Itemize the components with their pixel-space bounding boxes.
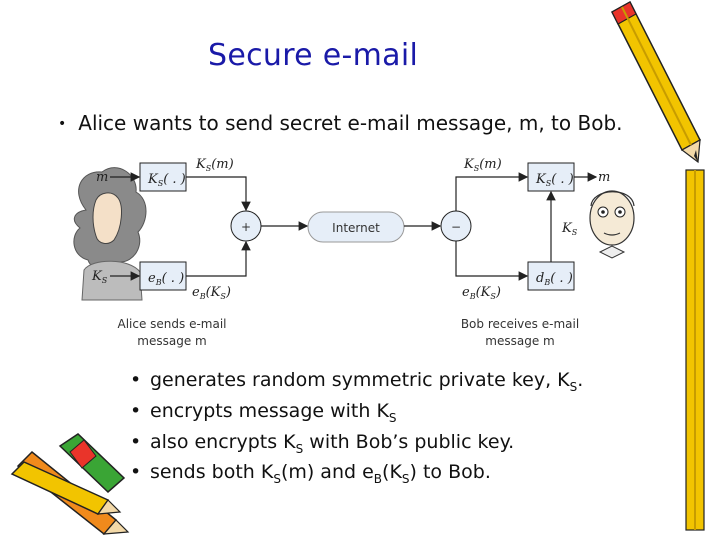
- intro-text: Alice wants to send secret e-mail messag…: [78, 111, 623, 135]
- alice-figure: [73, 167, 147, 301]
- alice-ks-label: KS: [91, 269, 108, 285]
- diagram-arrows: [110, 172, 598, 281]
- internet-label: Internet: [332, 221, 380, 235]
- alice-eb-box-label: eB( . ): [148, 271, 184, 287]
- intro-line: • Alice wants to send secret e-mail messa…: [58, 111, 623, 135]
- bullet-item: •also encrypts KS with Bob’s public key.: [130, 430, 515, 456]
- alice-m-label: m: [96, 170, 108, 185]
- bullet-item: •generates random symmetric private key,…: [130, 369, 584, 394]
- bullet-list: •generates random symmetric private key,…: [130, 368, 583, 491]
- pencil-icon-right-edge: [685, 169, 705, 531]
- pencils-icon-bottom-left: [10, 433, 130, 536]
- minus-sign: −: [451, 220, 461, 234]
- bob-caption-line1: Bob receives e-mail: [461, 317, 579, 331]
- bob-ks-label: KS: [561, 221, 578, 237]
- ksm-left-label: KS(m): [195, 157, 234, 173]
- bob-ks-box: [527, 162, 575, 192]
- alice-caption-line1: Alice sends e-mail: [117, 317, 226, 331]
- bob-caption-line2: message m: [485, 334, 554, 348]
- bob-ks-box-label: KS( . ): [535, 172, 574, 188]
- ebks-right-label: eB(KS): [462, 285, 501, 301]
- alice-caption-line2: message m: [137, 334, 206, 348]
- ebks-left-label: eB(KS): [192, 285, 231, 301]
- alice-ks-box-label: KS( . ): [147, 172, 186, 188]
- bob-db-box: [527, 261, 575, 291]
- bob-db-box-label: dB( . ): [536, 271, 573, 287]
- bob-m-label: m: [598, 170, 610, 185]
- ksm-right-label: KS(m): [463, 157, 502, 173]
- bob-figure: [589, 190, 635, 259]
- intro-bullet: •: [58, 116, 67, 132]
- pencil-icon-top-right: [611, 0, 701, 164]
- bullet-item: •sends both KS(m) and eB(KS) to Bob.: [130, 461, 491, 487]
- plus-sign: +: [241, 220, 251, 234]
- bullet-item: •encrypts message with KS: [130, 399, 397, 425]
- slide-title: Secure e-mail: [208, 38, 419, 73]
